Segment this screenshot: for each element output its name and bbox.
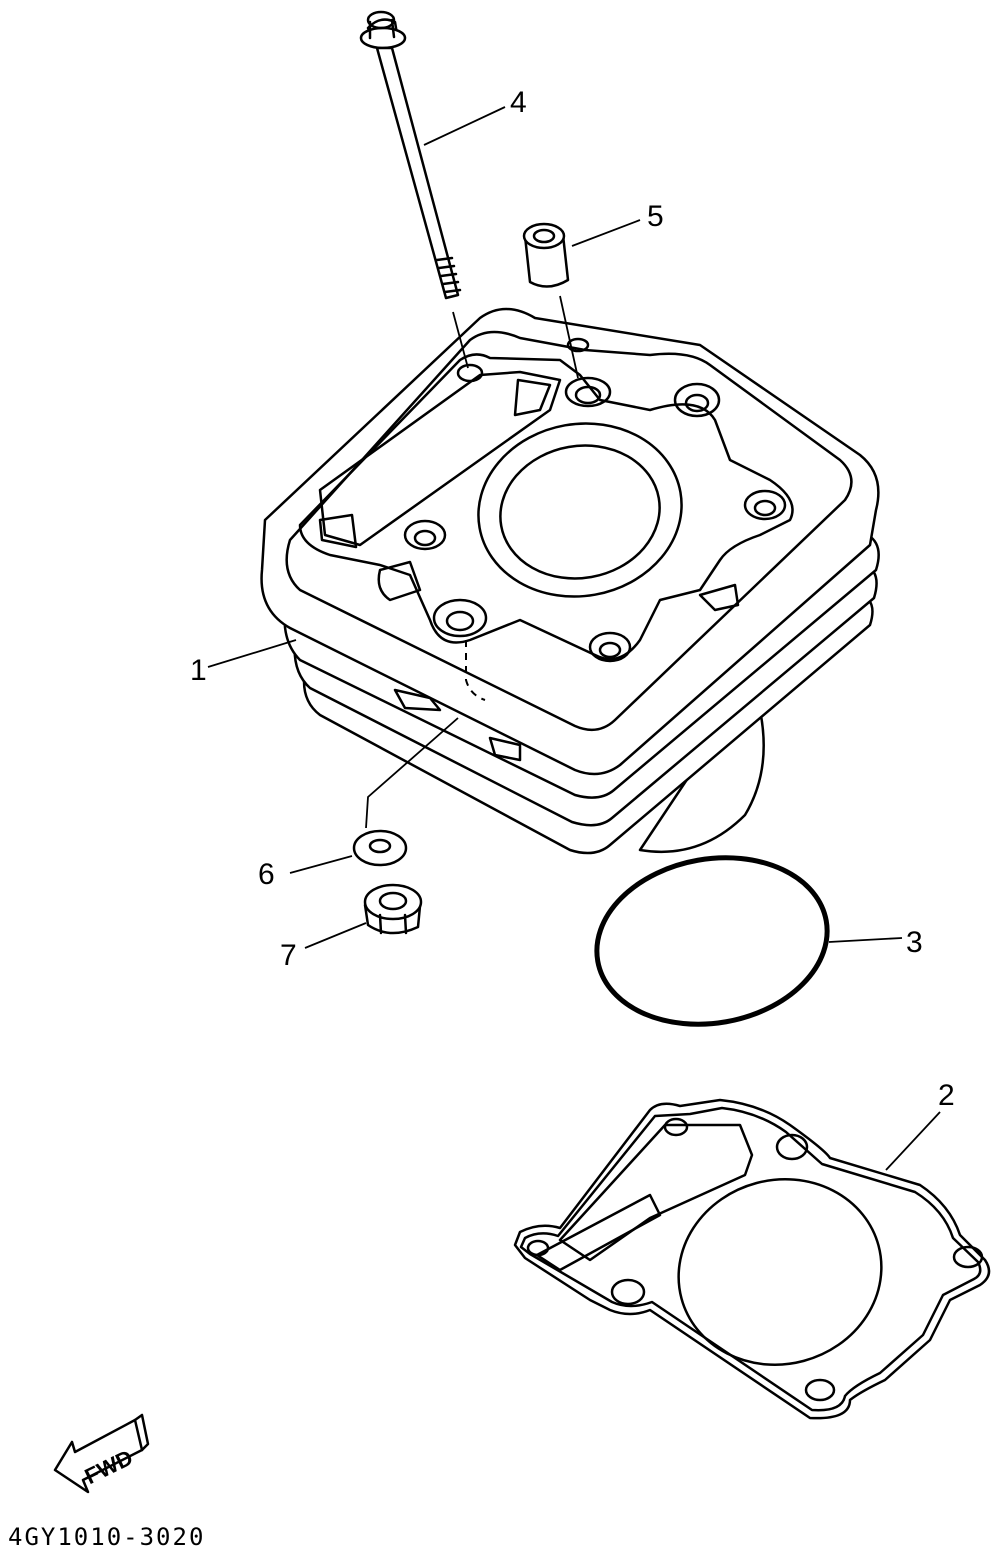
cylinder-drawing	[260, 307, 880, 855]
callout-6: 6	[258, 858, 275, 891]
callout-3: 3	[906, 926, 923, 959]
callout-2: 2	[938, 1079, 955, 1112]
diagram-part-code: 4GY1010-3020	[8, 1523, 205, 1551]
callout-1: 1	[190, 654, 207, 687]
callout-5: 5	[647, 200, 664, 233]
leader-lines	[207, 106, 941, 1171]
o-ring-drawing	[594, 855, 830, 1027]
stud-bolt-drawing	[359, 10, 469, 369]
callout-4: 4	[510, 86, 527, 119]
cylinder-gasket-drawing	[513, 1098, 991, 1420]
nut-drawing	[363, 883, 423, 935]
callout-7: 7	[280, 939, 297, 972]
dowel-pin-drawing	[522, 222, 579, 379]
fwd-direction-arrow: FWD	[53, 1413, 150, 1494]
washer-drawing	[352, 829, 408, 867]
